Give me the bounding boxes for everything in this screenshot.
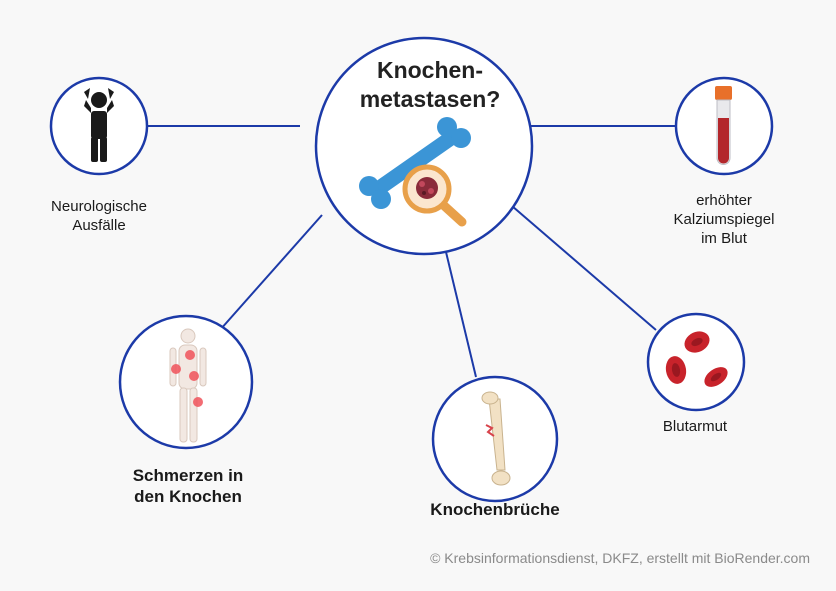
label-calcium-line1: erhöhter: [696, 192, 752, 209]
label-pain-line2: den Knochen: [134, 487, 242, 507]
label-neurological-line1: Neurologische: [51, 198, 147, 215]
blood-tube-icon: [715, 86, 732, 165]
connector-lines: [148, 125, 678, 378]
label-neurological-line2: Ausfälle: [72, 216, 126, 234]
red-blood-cells-icon: [665, 331, 728, 387]
label-pain: Schmerzen in den Knochen: [110, 465, 266, 508]
bone-icon: [359, 117, 471, 209]
center-circle: [314, 36, 534, 256]
label-fracture-line1: Knochenbrüche: [430, 500, 560, 519]
label-anemia: Blutarmut: [640, 418, 750, 437]
center-title-line1: Knochen-: [376, 57, 484, 83]
label-calcium: erhöhter Kalziumspiegel im Blut: [654, 192, 794, 248]
label-calcium-line3: im Blut: [701, 229, 747, 247]
connector-pain: [219, 214, 323, 331]
label-anemia-line1: Blutarmut: [662, 418, 728, 435]
label-pain-line1: Schmerzen in: [132, 466, 244, 485]
center-title-line2: metastasen?: [359, 85, 501, 112]
connector-anemia: [511, 205, 657, 331]
node-circle-anemia: [646, 312, 746, 412]
copyright-notice: © Krebsinformationsdienst, DKFZ, erstell…: [430, 550, 810, 566]
body-pain-icon: [169, 328, 207, 443]
broken-femur-icon: [481, 391, 511, 486]
connector-fracture: [445, 251, 477, 378]
label-neurological: Neurologische Ausfälle: [34, 198, 164, 236]
stressed-person-icon: [84, 88, 114, 162]
label-calcium-line2: Kalziumspiegel: [673, 210, 775, 228]
label-fracture: Knochenbrüche: [410, 499, 580, 520]
magnifier-icon: [402, 164, 467, 227]
center-title: Knochen- metastasen?: [330, 56, 530, 114]
